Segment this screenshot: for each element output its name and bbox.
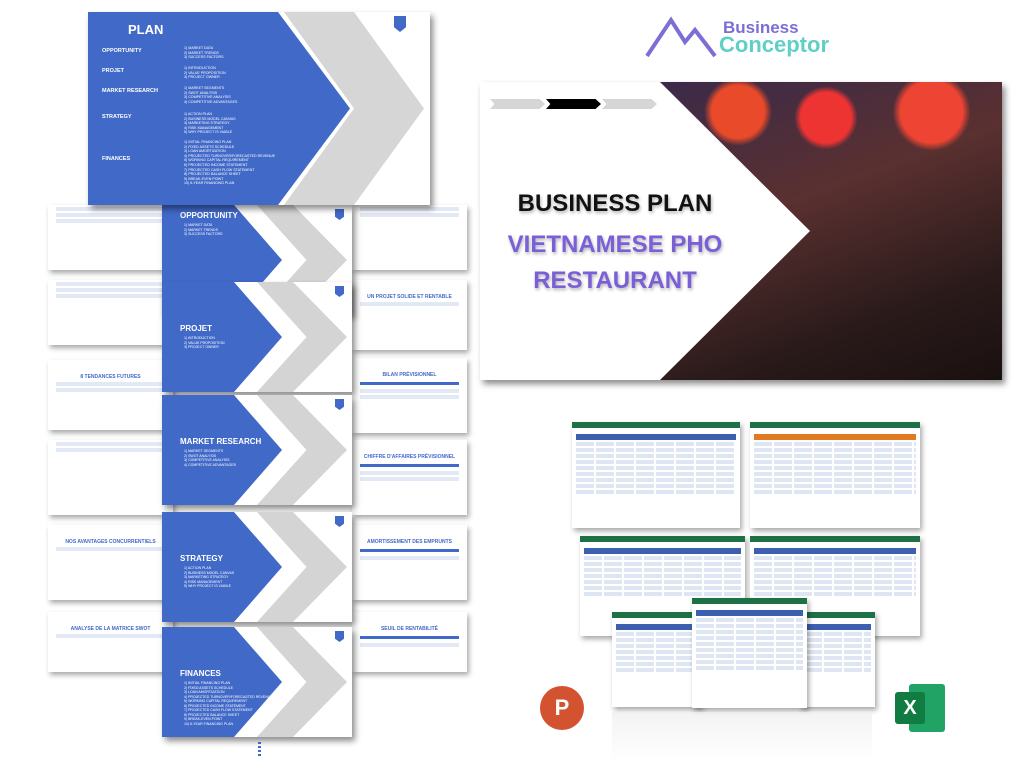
plan-item: 5) WHY PROJECT IS VIABLE <box>184 130 233 135</box>
section-item: 5) WORKING CAPITAL REQUIREMENT <box>184 699 248 703</box>
section-item: 3) SUCCESS FACTORS <box>184 232 223 236</box>
section-item: 9) BREAK-EVEN POINT <box>184 717 223 721</box>
slide-thumb: AMORTISSEMENT DES EMPRUNTS <box>352 525 467 600</box>
section-item: 2) FIXED ASSETS SCHEDULE <box>184 685 234 690</box>
slide-thumb: 8 TENDANCES FUTURES <box>48 360 173 430</box>
plan-item: 2) BUSINESS MODEL CANVAS <box>184 116 236 121</box>
section-item: 1) INITIAL FINANCING PLAN <box>184 681 231 685</box>
section-item: 1) MARKET SEGMENTS <box>184 449 224 453</box>
slide-thumb <box>352 205 467 270</box>
section-item: 2) SWOT ANALYSIS <box>184 453 217 458</box>
plan-item: 2) MARKET TRENDS <box>184 50 219 55</box>
section-item: 2) BUSINESS MODEL CANVAS <box>184 570 235 575</box>
plan-section-label: STRATEGY <box>102 114 132 120</box>
section-item: 1) INTRODUCTION <box>184 336 215 340</box>
section-item: 3) COMPETITIVE ANALYSIS <box>184 458 230 462</box>
spreadsheet-thumb <box>692 598 807 708</box>
plan-item: 4) PROJECTED TURNOVER/FORECASTED REVENUE <box>184 153 275 158</box>
section-item: 4) COMPETITIVE ADVANTAGES <box>184 462 236 467</box>
plan-section-label: OPPORTUNITY <box>102 48 142 54</box>
section-item: 7) PROJECTED CASH FLOW STATEMENT <box>184 708 253 712</box>
plan-item: 6) PROJECTED INCOME STATEMENT <box>184 163 248 167</box>
plan-item: 4) COMPETITIVE ADVANTAGES <box>184 99 238 104</box>
slide-thumb: CHIFFRE D'AFFAIRES PRÉVISIONNEL <box>352 440 467 515</box>
plan-item: 1) ACTION PLAN <box>184 112 212 116</box>
slide-thumb: SEUIL DE RENTABILITÉ <box>352 612 467 672</box>
plan-item: 2) FIXED ASSETS SCHEDULE <box>184 144 235 149</box>
section-item: 8) PROJECTED BALANCE SHEET <box>184 712 240 717</box>
plan-item: 2) SWOT ANALYSIS <box>184 90 218 95</box>
spreadsheet-thumb <box>750 422 920 528</box>
more-dots <box>258 742 261 758</box>
section-item: 4) PROJECTED TURNOVER/FORECASTED REVENUE <box>184 694 273 699</box>
brand-logo: Business Conceptor <box>645 16 829 63</box>
slide-thumb: NOS AVANTAGES CONCURRENTIELS <box>48 525 173 600</box>
plan-item: 10) 6-YEAR FINANCING PLAN <box>184 181 235 186</box>
slide-thumb <box>48 280 173 345</box>
section-item: 6) PROJECTED INCOME STATEMENT <box>184 703 246 708</box>
plan-item: 5) WORKING CAPITAL REQUIREMENT <box>184 158 249 163</box>
section-item: 2) MARKET TRENDS <box>184 227 218 232</box>
section-item: 4) RISK MANAGEMENT <box>184 579 223 584</box>
plan-section-label: PROJET <box>102 68 125 74</box>
plan-title: PLAN <box>128 22 164 37</box>
section-item: 10) 6-YEAR FINANCING PLAN <box>184 721 234 726</box>
section-item: 3) LOAN AMORTIZATION <box>184 690 225 694</box>
plan-item: 1) MARKET DATA <box>184 46 214 50</box>
plan-section-label: MARKET RESEARCH <box>102 88 158 94</box>
plan-section-label: FINANCES <box>102 156 131 162</box>
plan-item: 7) PROJECTED CASH FLOW STATEMENT <box>184 167 255 172</box>
section-item: 1) MARKET DATA <box>184 223 213 227</box>
section-item: 3) MARKETING STRATEGY <box>184 575 229 579</box>
slide-thumb <box>48 205 173 270</box>
plan-item: 8) PROJECTED BALANCE SHEET <box>184 172 241 177</box>
plan-item: 3) PROJECT OWNER <box>184 75 220 80</box>
plan-item: 3) SUCCESS FACTORS <box>184 55 224 60</box>
spreadsheet-thumb <box>572 422 740 528</box>
slide-thumb: UN PROJET SOLIDE ET RENTABLE <box>352 280 467 350</box>
section-item: 5) WHY PROJECT IS VIABLE <box>184 584 231 588</box>
plan-item: 1) MARKET SEGMENTS <box>184 86 225 90</box>
mountain-icon <box>645 16 717 58</box>
plan-item: 1) INTRODUCTION <box>184 66 216 70</box>
slide-thumb: ANALYSE DE LA MATRICE SWOT <box>48 612 173 672</box>
powerpoint-icon: P <box>540 686 584 730</box>
reflection <box>612 712 872 762</box>
slide-thumb: BILAN PRÉVISIONNEL <box>352 358 467 433</box>
plan-item: 3) COMPETITIVE ANALYSIS <box>184 95 231 100</box>
plan-item: 4) RISK MANAGEMENT <box>184 125 224 130</box>
slide-thumb <box>48 440 173 515</box>
section-item: 2) VALUE PROPOSITION <box>184 340 225 345</box>
plan-item: 2) VALUE PROPOSITION <box>184 70 226 75</box>
plan-item: 3) MARKETING STRATEGY <box>184 121 230 126</box>
plan-item: 3) LOAN AMORTIZATION <box>184 149 226 154</box>
excel-icon: X <box>895 684 945 732</box>
spreadsheet-thumb <box>612 612 702 707</box>
spreadsheet-thumb <box>800 612 875 707</box>
cover-title: BUSINESS PLAN <box>517 190 713 217</box>
section-item: 3) PROJECT OWNER <box>184 345 219 349</box>
logo-badge-icon <box>394 16 406 32</box>
plan-item: 9) BREAK-EVEN POINT <box>184 176 224 181</box>
section-item: 1) ACTION PLAN <box>184 566 212 570</box>
plan-item: 1) INITIAL FINANCING PLAN <box>184 140 232 144</box>
